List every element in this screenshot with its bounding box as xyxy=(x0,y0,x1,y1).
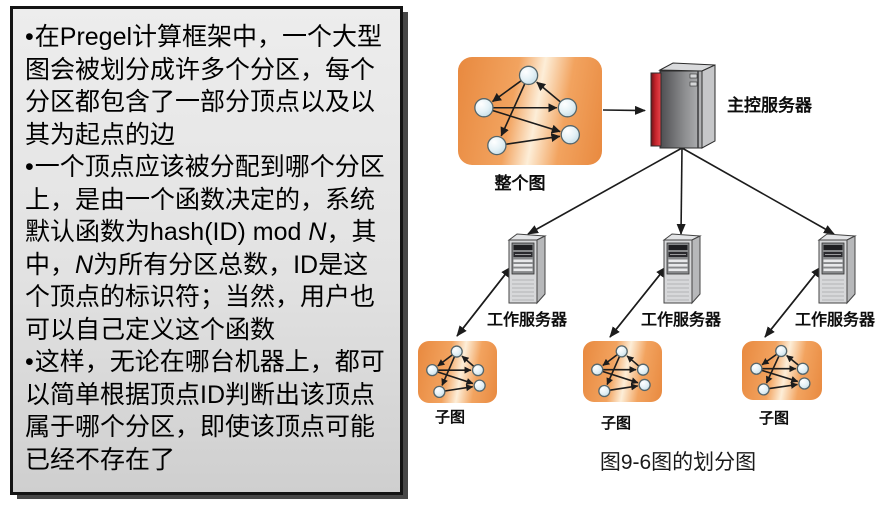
notes-box: •在Pregel计算框架中，一个大型图会被划分成许多个分区，每个分区都包含了一部… xyxy=(10,6,403,495)
whole-graph xyxy=(474,65,581,156)
graph-edge-left-to-bottom-right xyxy=(437,371,474,385)
graph-node-left xyxy=(474,98,494,118)
graph-node-bottom-right xyxy=(638,378,651,392)
bullet-glyph: • xyxy=(25,23,34,51)
graph-edge-top-to-bottom-left xyxy=(441,356,456,386)
worker-server-label: 工作服务器 xyxy=(794,312,876,329)
bullet-glyph: • xyxy=(25,153,34,181)
master-led-slot-1 xyxy=(689,73,698,79)
graph-edge-bottom-left-to-bottom-right xyxy=(768,381,798,390)
worker-server-icon xyxy=(508,233,546,304)
graph-node-bottom-right xyxy=(560,125,581,145)
graph-node-right xyxy=(557,98,578,118)
arrow-subgraph1-to-worker1 xyxy=(456,266,512,337)
whole-graph-label: 整个图 xyxy=(494,174,546,193)
arrow-subgraph2-to-worker2 xyxy=(609,266,667,338)
master-server-icon xyxy=(650,62,716,149)
master-server-label: 主控服务器 xyxy=(727,96,812,115)
graph-node-top xyxy=(615,345,628,358)
graph-edge-top-to-bottom-left xyxy=(606,356,621,386)
graph-node-top xyxy=(518,65,539,86)
graph-edge-bottom-left-to-bottom-right xyxy=(505,133,561,146)
notes-list: •在Pregel计算框架中，一个大型图会被划分成许多个分区，每个分区都包含了一部… xyxy=(25,21,392,476)
graph-edge-bottom-left-to-bottom-right xyxy=(609,383,639,391)
graph-node-top xyxy=(450,345,463,358)
subgraph-panel xyxy=(742,341,822,400)
graph-node-bottom-left xyxy=(487,135,507,156)
arrow-subgraph3-to-worker3 xyxy=(764,266,822,338)
graph-node-right xyxy=(636,363,650,376)
graph-edge-top-to-bottom-left xyxy=(765,355,780,384)
graph-edge-top-to-left xyxy=(602,354,618,367)
graph-node-top xyxy=(775,344,788,358)
worker-server-label: 工作服务器 xyxy=(486,312,568,329)
subgraph-label: 子图 xyxy=(758,410,790,427)
worker-server-icon xyxy=(818,233,856,304)
master-side-face xyxy=(701,64,716,149)
graph-edge-left-to-bottom-right xyxy=(492,109,561,134)
graph-edge-top-to-left xyxy=(492,80,522,103)
worker-server-icon xyxy=(663,233,701,304)
arrow-master-to-worker-2 xyxy=(676,147,686,235)
bullet-paragraph: •这样，无论在哪台机器上，都可以简单根据顶点ID判断出该顶点属于哪个分区，即使该… xyxy=(25,348,385,474)
graph-edge-right-to-top xyxy=(461,355,475,368)
bullet-glyph: • xyxy=(25,348,34,376)
graph-node-right xyxy=(471,363,485,377)
graph-node-bottom-left xyxy=(598,384,611,398)
graph-edge-right-to-top xyxy=(786,354,800,366)
graph-edge-bottom-left-to-bottom-right xyxy=(444,384,474,392)
arrow-master-to-worker-1 xyxy=(527,147,683,235)
graph-edge-top-to-left xyxy=(437,354,453,367)
graph-edge-top-to-bottom-left xyxy=(500,83,526,137)
graph-edge-right-to-top xyxy=(626,355,640,367)
graph-node-bottom-left xyxy=(433,385,446,398)
graph-edge-top-to-left xyxy=(761,353,778,366)
graph-node-bottom-right xyxy=(473,379,486,392)
bullet-paragraph: •在Pregel计算框架中，一个大型图会被划分成许多个分区，每个分区都包含了一部… xyxy=(25,23,383,149)
subgraph xyxy=(591,345,651,398)
graph-node-bottom-right xyxy=(798,377,811,390)
master-led-slot-2 xyxy=(689,81,698,87)
arrow-master-to-worker-3 xyxy=(681,147,835,235)
subgraph-label: 子图 xyxy=(434,409,466,426)
subgraph xyxy=(426,345,486,398)
arrow-wholegraph-to-master xyxy=(602,105,646,115)
subgraph xyxy=(750,344,811,396)
graph-node-left xyxy=(750,362,763,375)
subgraph-label: 子图 xyxy=(600,415,632,432)
worker-server-label: 工作服务器 xyxy=(640,312,722,329)
graph-edge-left-to-bottom-right xyxy=(761,369,799,383)
graph-node-bottom-left xyxy=(757,383,770,396)
graph-node-right xyxy=(796,362,809,375)
subgraph-panel xyxy=(583,341,662,402)
graph-node-left xyxy=(591,363,604,376)
subgraph-panel xyxy=(418,341,497,403)
master-red-door xyxy=(650,72,662,147)
bullet-paragraph: •一个顶点应该被分配到哪个分区上，是由一个函数决定的，系统默认函数为hash(I… xyxy=(25,153,385,344)
figure-caption: 图9-6图的划分图 xyxy=(599,451,757,474)
graph-node-left xyxy=(426,363,439,377)
graph-edge-right-to-top xyxy=(536,81,561,103)
whole-graph-panel xyxy=(458,57,602,165)
graph-edge-left-to-bottom-right xyxy=(602,370,639,385)
